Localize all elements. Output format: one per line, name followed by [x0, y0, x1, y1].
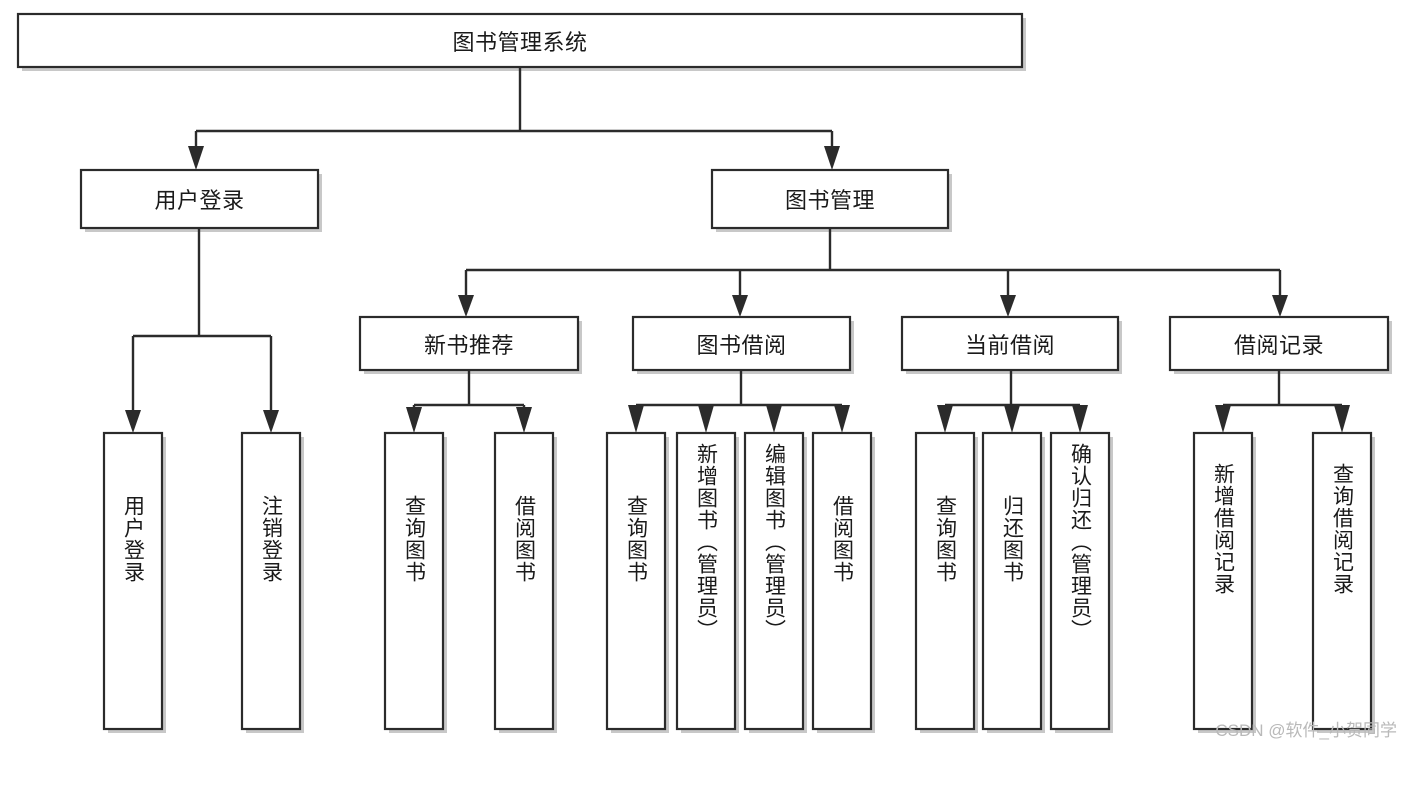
diagram-root: 图书管理系统 用户登录 图书管理 新书推荐 图书借阅 当前借阅 借阅记录 用户登…: [16, 12, 1397, 740]
node-book-borrow-rect: [631, 315, 852, 372]
leaf-user-login-1[interactable]: [240, 431, 304, 733]
leaf-new-book-recommend-0[interactable]: [383, 431, 447, 733]
arrow-level3-3: [1000, 295, 1016, 317]
node-book-manage-rect: [710, 168, 950, 230]
node-borrow-record-rect: [1168, 315, 1390, 372]
arrow-bookborrow-leaf-3: [766, 405, 782, 433]
arrow-bookborrow-leaf-2: [698, 405, 714, 433]
node-new-book-recommend-rect: [358, 315, 580, 372]
arrow-bookborrow-leaf-4: [834, 405, 850, 433]
arrow-level3-4: [1272, 295, 1288, 317]
leaf-book-borrow-3[interactable]: [811, 431, 875, 733]
arrow-borrowrecord-leaf-2: [1334, 405, 1350, 433]
arrow-user-login-leaf-2: [263, 410, 279, 433]
leaf-book-borrow-0[interactable]: [605, 431, 669, 733]
leaf-current-borrow-1[interactable]: [981, 431, 1045, 733]
arrow-newbook-leaf-1: [406, 407, 422, 433]
node-root-rect: [16, 12, 1024, 69]
arrow-bookborrow-leaf-1: [628, 405, 644, 433]
node-user-login[interactable]: [79, 168, 322, 232]
arrow-level3-1: [458, 295, 474, 317]
leaf-new-book-recommend-1[interactable]: [493, 431, 557, 733]
node-book-manage[interactable]: [710, 168, 952, 232]
node-user-login-rect: [79, 168, 320, 230]
arrow-level2-1: [188, 146, 204, 170]
arrow-currentborrow-leaf-3: [1072, 405, 1088, 433]
node-book-borrow[interactable]: [631, 315, 854, 374]
diagram-canvas: [16, 12, 1392, 733]
leaf-borrow-record-0[interactable]: [1192, 431, 1256, 733]
arrow-borrowrecord-leaf-1: [1215, 405, 1231, 433]
node-borrow-record[interactable]: [1168, 315, 1392, 374]
arrow-currentborrow-leaf-2: [1004, 405, 1020, 433]
arrow-level3-2: [732, 295, 748, 317]
node-current-borrow[interactable]: [900, 315, 1122, 374]
node-current-borrow-rect: [900, 315, 1120, 372]
leaf-user-login-0[interactable]: [102, 431, 166, 733]
leaf-borrow-record-1[interactable]: [1311, 431, 1375, 733]
leaf-current-borrow-0[interactable]: [914, 431, 978, 733]
node-root[interactable]: [16, 12, 1026, 71]
leaf-book-borrow-1[interactable]: [675, 431, 739, 733]
arrow-user-login-leaf-1: [125, 410, 141, 433]
leaf-book-borrow-2[interactable]: [743, 431, 807, 733]
arrow-level2-2: [824, 146, 840, 170]
node-new-book-recommend[interactable]: [358, 315, 582, 374]
arrow-currentborrow-leaf-1: [937, 405, 953, 433]
arrow-newbook-leaf-2: [516, 407, 532, 433]
leaf-current-borrow-2[interactable]: [1049, 431, 1113, 733]
